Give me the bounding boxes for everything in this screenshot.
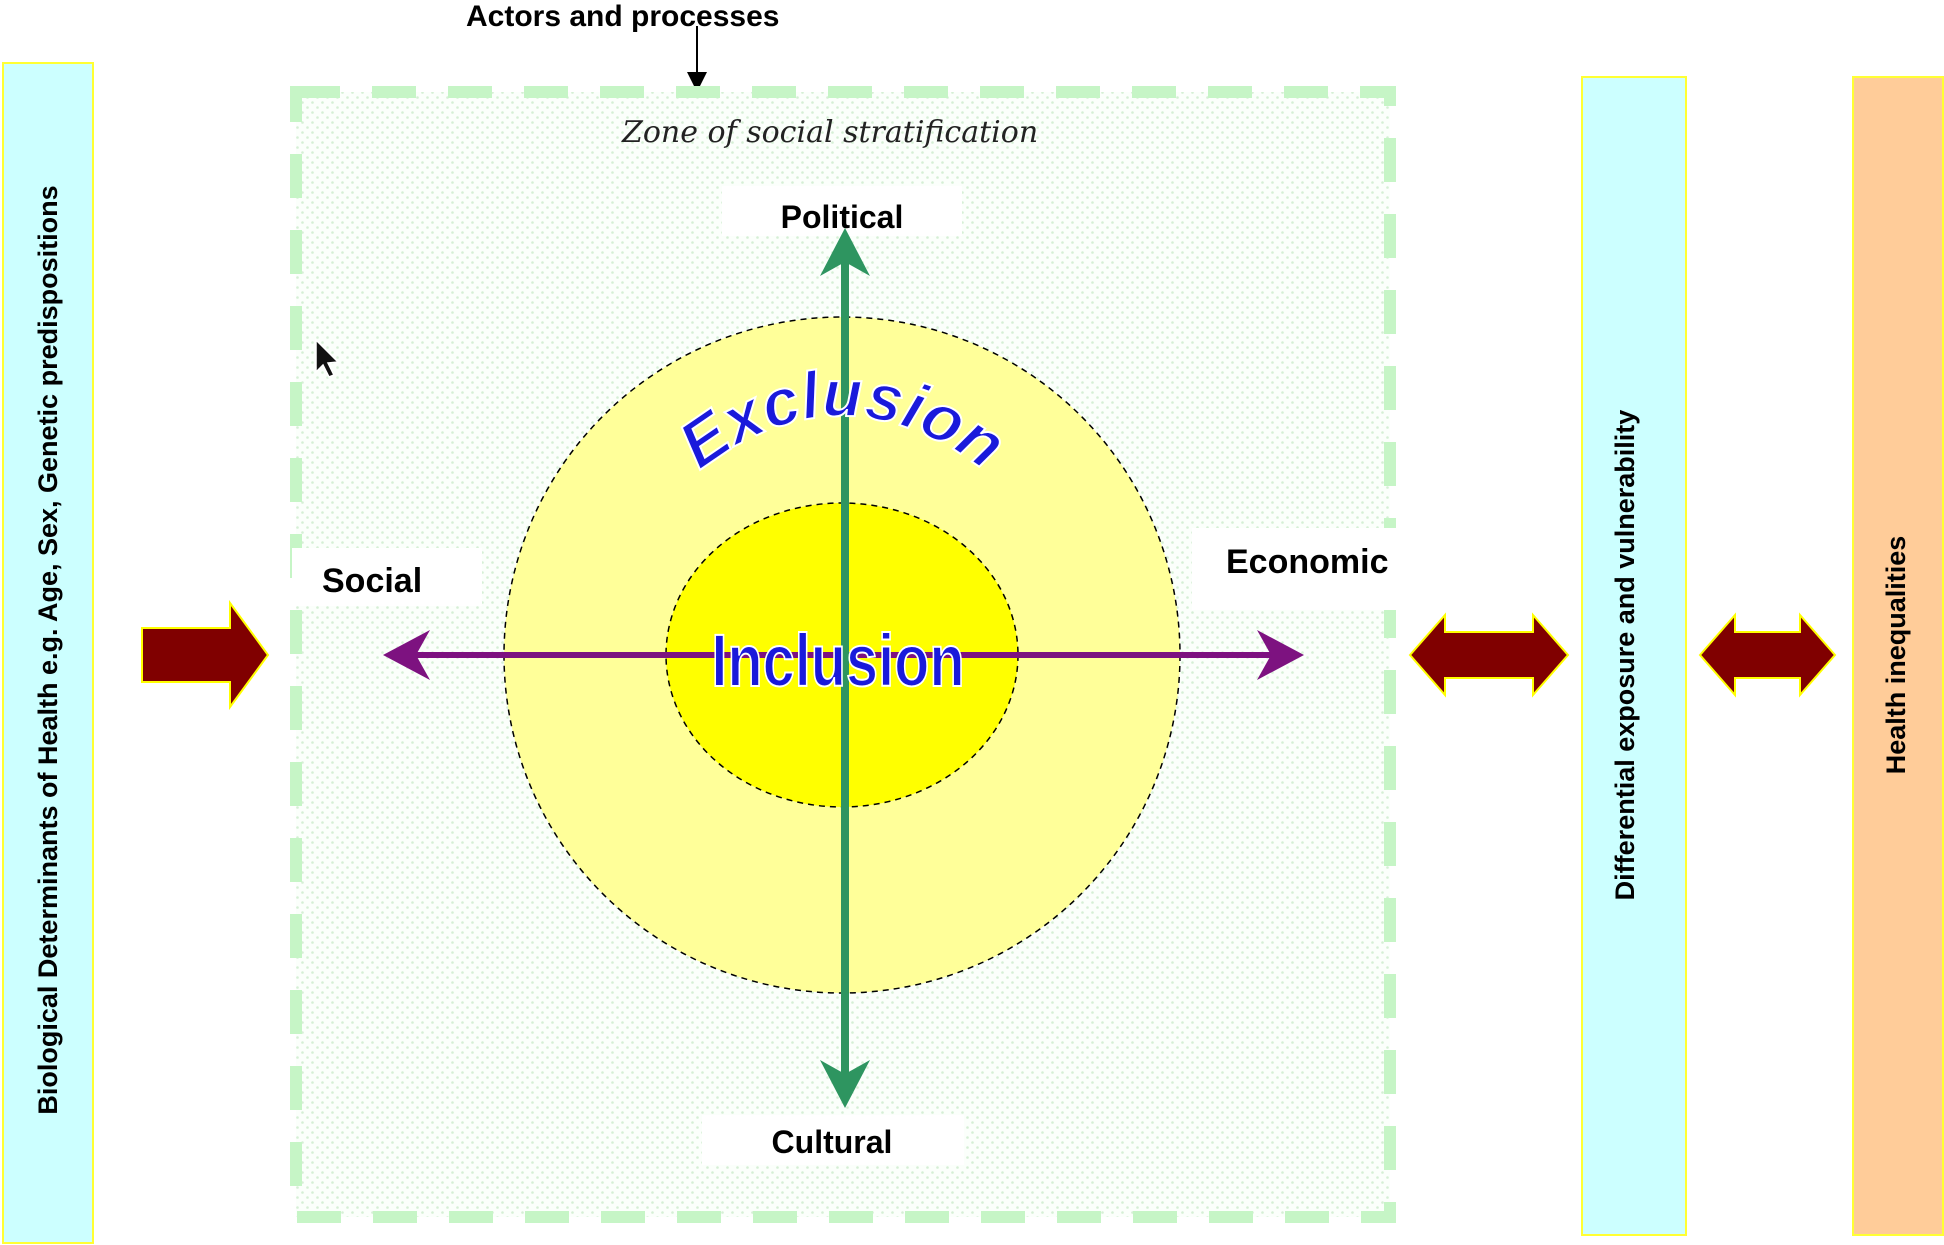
- cultural-label: Cultural: [772, 1124, 893, 1160]
- political-label-bg: [722, 186, 962, 236]
- economic-label: Economic: [1226, 543, 1388, 581]
- economic-arrowhead: [1257, 630, 1304, 680]
- political-label: Political: [781, 199, 904, 235]
- biological-determinants-box: [2, 62, 94, 1244]
- zone-title: Zone of social stratification: [621, 115, 1038, 150]
- biological-determinants-text: Biological Determinants of Health e.g. A…: [33, 185, 63, 1114]
- inequalities-double-arrow: [1698, 612, 1837, 698]
- health-inequalities-box: [1852, 76, 1944, 1236]
- social-label-bg: [292, 548, 482, 606]
- cultural-label-bg: [702, 1115, 964, 1165]
- social-arrowhead: [383, 630, 430, 680]
- inclusion-text: Inclusion: [711, 620, 964, 703]
- actors-processes-label: Actors and processes: [466, 0, 779, 33]
- mouse-cursor-icon: [315, 338, 340, 378]
- biological-right-arrow: [141, 599, 270, 711]
- exposure-text: Differential exposure and vulnerability: [1610, 410, 1640, 901]
- political-arrowhead: [820, 228, 870, 276]
- social-label: Social: [322, 562, 422, 600]
- health-inequalities-text: Health inequalities: [1881, 536, 1911, 775]
- economic-label-bg: [1192, 528, 1422, 610]
- exposure-box: [1581, 76, 1687, 1236]
- cultural-arrowhead: [820, 1060, 870, 1108]
- exposure-double-arrow: [1408, 612, 1570, 698]
